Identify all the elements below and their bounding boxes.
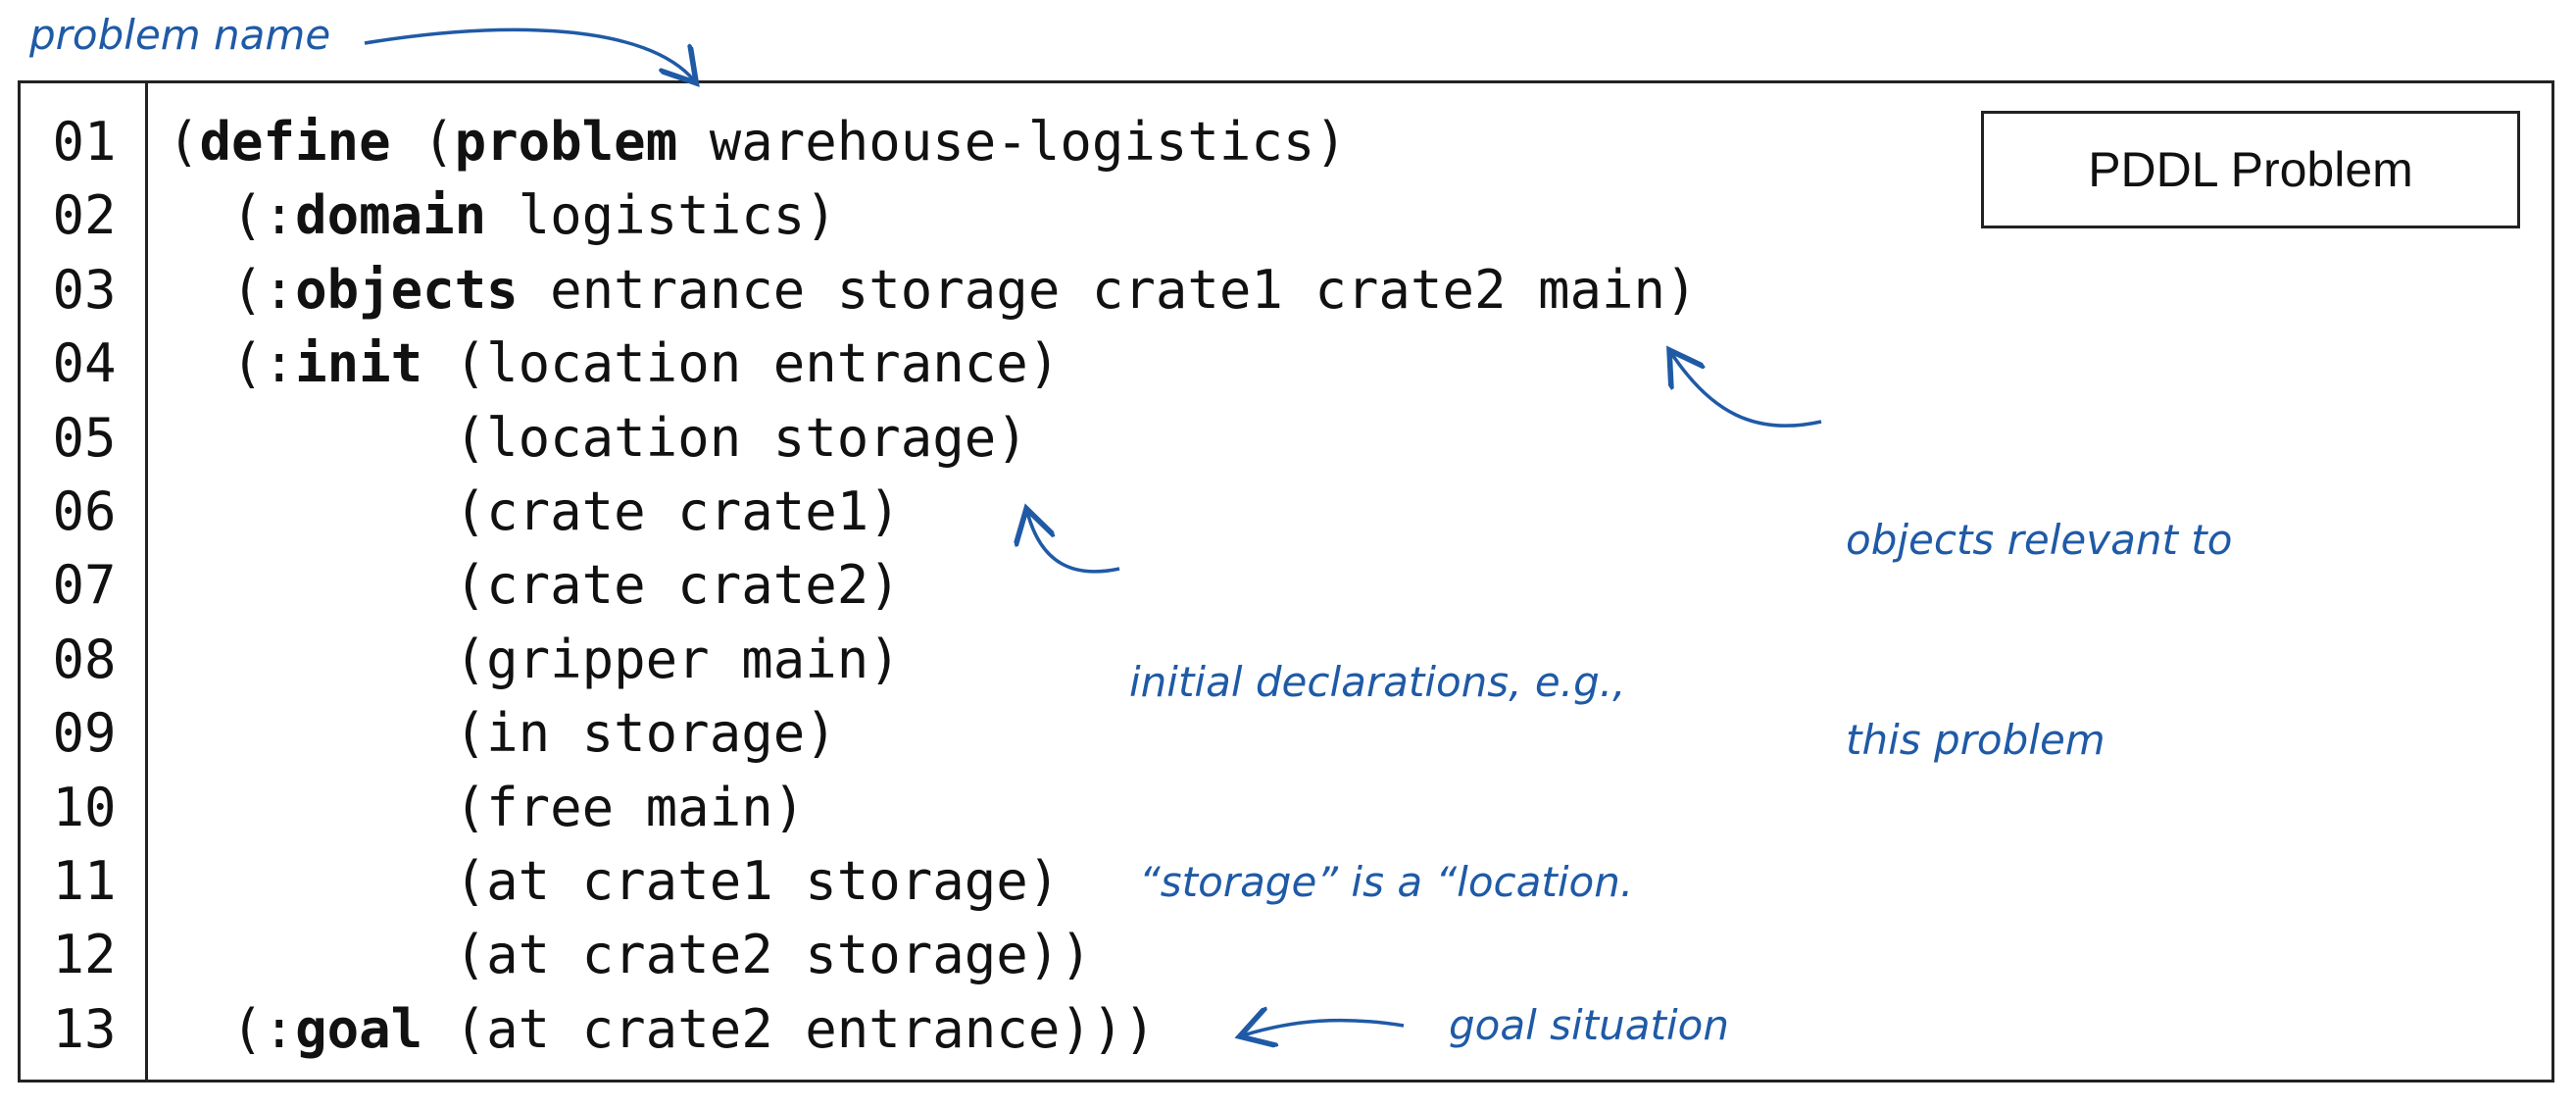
line-number-gutter: [21, 83, 148, 1080]
line-number: 13: [52, 997, 117, 1060]
code-kw2: problem: [454, 111, 678, 173]
line-number: 02: [52, 184, 117, 247]
code-kw2: domain: [295, 184, 487, 247]
line-number: 03: [52, 258, 117, 321]
code-rest: (at crate2 storage)): [454, 924, 1092, 986]
line-number: 06: [52, 480, 117, 542]
code-rest: (crate crate2): [454, 554, 901, 617]
code-kw2: goal: [295, 997, 423, 1060]
code-kw: (:: [231, 184, 296, 247]
code-rest: (location storage): [454, 406, 1028, 469]
code-rest: (in storage): [454, 702, 837, 765]
code-rest: entrance storage crate1 crate2 main): [518, 258, 1698, 321]
line-number: 12: [52, 924, 117, 986]
code-line: (define (problem warehouse-logistics): [168, 105, 1347, 178]
objects-annotation-line-2: this problem: [1846, 716, 2105, 764]
init-annotation: initial declarations, e.g., “storage” is…: [1129, 516, 1633, 982]
init-annotation-line-2: “storage” is a “location.: [1139, 858, 1634, 906]
code-line: (gripper main): [168, 623, 901, 696]
line-number: 07: [52, 554, 117, 617]
code-rest: (at crate2 entrance))): [422, 997, 1156, 1060]
code-kw: define: [199, 111, 391, 173]
code-line: (:domain logistics): [168, 178, 837, 252]
goal-annotation: goal situation: [1449, 1001, 1729, 1049]
problem-name-annotation: problem name: [29, 11, 331, 59]
code-listing: 01(define (problem warehouse-logistics)0…: [18, 80, 2554, 1083]
code-kw2: objects: [295, 258, 519, 321]
code-line: (in storage): [168, 696, 837, 770]
code-rest: (gripper main): [454, 628, 901, 690]
code-line: (:goal (at crate2 entrance))): [168, 992, 1156, 1066]
line-number: 05: [52, 406, 117, 469]
code-kw: (:: [231, 258, 296, 321]
objects-annotation: objects relevant to this problem: [1846, 374, 2232, 840]
goal-arrow: [1243, 1021, 1405, 1035]
objects-annotation-line-1: objects relevant to: [1846, 516, 2233, 564]
code-paren: (: [168, 111, 200, 173]
line-number: 11: [52, 850, 117, 912]
code-line: (crate crate1): [168, 475, 901, 548]
pddl-problem-tag: PDDL Problem: [1981, 111, 2520, 228]
code-line: (at crate1 storage): [168, 844, 1061, 918]
code-mid: (: [390, 111, 455, 173]
objects-arrow: [1671, 353, 1822, 428]
code-kw: (:: [231, 997, 296, 1060]
code-rest: (free main): [454, 776, 806, 838]
line-number: 01: [52, 111, 117, 173]
code-line: (:init (location entrance): [168, 327, 1060, 400]
code-rest: warehouse-logistics): [677, 111, 1347, 173]
problem-name-arrow: [364, 27, 694, 80]
code-line: (free main): [168, 771, 806, 844]
code-line: (location storage): [168, 401, 1028, 475]
code-line: (crate crate2): [168, 548, 901, 622]
init-annotation-line-1: initial declarations, e.g.,: [1129, 658, 1626, 706]
code-rest: (location entrance): [422, 332, 1061, 395]
code-rest: (at crate1 storage): [454, 850, 1061, 912]
code-kw: (:: [231, 332, 296, 395]
code-kw2: init: [295, 332, 423, 395]
line-number: 08: [52, 628, 117, 690]
code-line: (:objects entrance storage crate1 crate2…: [168, 253, 1698, 327]
line-number: 04: [52, 332, 117, 395]
init-arrow: [1027, 512, 1120, 574]
line-number: 09: [52, 702, 117, 765]
code-rest: logistics): [486, 184, 837, 247]
code-line: (at crate2 storage)): [168, 918, 1092, 991]
line-number: 10: [52, 776, 117, 838]
code-rest: (crate crate1): [454, 480, 901, 542]
